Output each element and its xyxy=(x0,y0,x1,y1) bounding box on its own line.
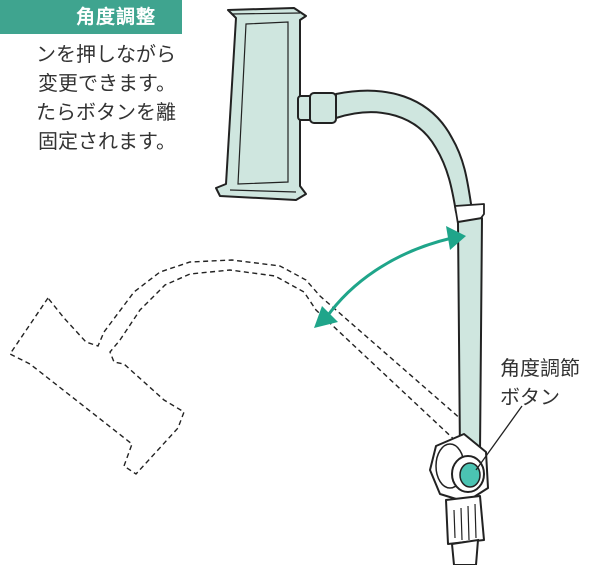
rotation-arrow xyxy=(314,226,466,328)
button-label-line-2: ボタン xyxy=(500,385,560,409)
instruction-line-3: たらボタンを離 xyxy=(36,100,176,124)
section-title: 角度調整 xyxy=(75,6,156,28)
instruction-line-4: 固定されます。 xyxy=(38,129,176,153)
tilted-position-outline xyxy=(8,259,480,475)
gooseneck-arm xyxy=(335,89,473,213)
instruction-line-2: 変更できます。 xyxy=(38,71,176,95)
title-banner: 角度調整 xyxy=(0,0,182,34)
button-label-line-1: 角度調節 xyxy=(500,356,580,380)
instruction-line-1: ンを押しながら xyxy=(36,42,176,66)
angle-button-label: 角度調節 ボタン xyxy=(500,354,580,412)
lower-pole xyxy=(450,538,480,565)
holder-joint xyxy=(297,92,337,124)
vertical-pole xyxy=(457,217,483,457)
button-leader-line xyxy=(475,405,523,471)
angle-adjust-button-icon xyxy=(459,462,481,488)
tablet-holder xyxy=(215,7,307,201)
instruction-text: ンを押しながら 変更できます。 たらボタンを離 固定されます。 xyxy=(0,40,176,180)
threaded-coupler xyxy=(445,495,485,545)
